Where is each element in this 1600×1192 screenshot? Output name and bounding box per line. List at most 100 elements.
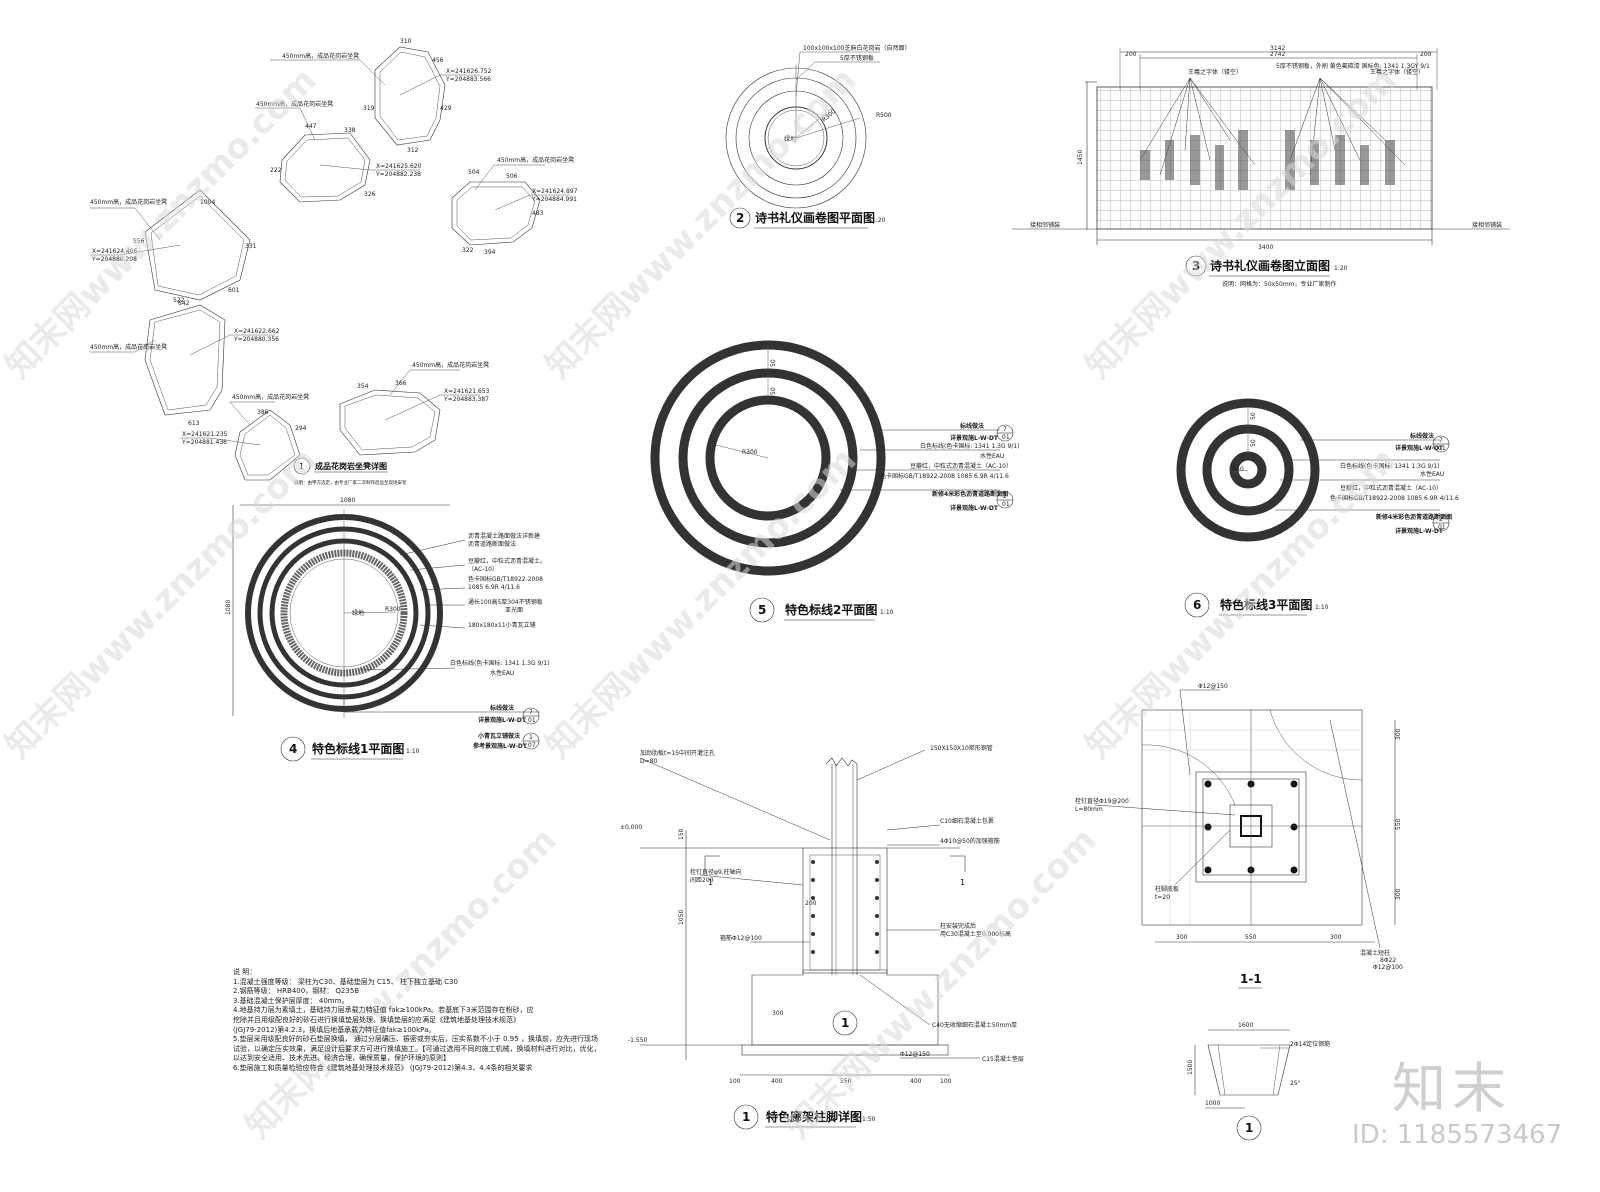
label: C10细石混凝土包裹 (940, 817, 994, 825)
note: 色卡国标GB/T18922-2008 1085 6.9R 4/11.6 (880, 472, 1009, 480)
drawing-title: 成品花岗岩坐凳详图 (315, 461, 387, 471)
label: 箍筋Φ12@100 (720, 934, 762, 942)
dim: 50 (1250, 439, 1257, 447)
label: 加劲肋板t=15中间开灌注孔 (640, 749, 715, 757)
stone-dim: 642 (178, 300, 190, 307)
section-mark: 1 (841, 1016, 849, 1030)
ref-tag: 1 (529, 734, 533, 741)
note: （AC-10） (468, 566, 498, 573)
radius: R300 (385, 606, 401, 613)
stone-dim: 556 (133, 238, 145, 245)
dim: 3142 (1270, 45, 1285, 52)
notes-line: 6.垫层施工和质量检验应符合《建筑地基处理技术规范》 (JGJ79-2012)第… (233, 1063, 533, 1072)
marking-3-plan: R50 50 50 标线做法 详景观施L-W-DT 白色标线(色卡国标: 134… (1176, 398, 1459, 618)
stone-label: 450mm高，成品花岗岩坐凳 (412, 361, 489, 369)
dim: 25° (1290, 1080, 1301, 1087)
ref: 详景观施L-W-DT (478, 716, 527, 724)
stone-label: 450mm高，成品花岗岩坐凳 (90, 198, 167, 206)
stone-seat-plan: 450mm高，成品花岗岩坐凳 450mm高，成品花岗岩坐凳 450mm高，成品花… (90, 38, 578, 486)
ref-tag: 7 (529, 709, 533, 716)
stone-dim: 456 (432, 57, 444, 64)
dim: 50 (770, 387, 777, 395)
label: 接相邻铺装 (1030, 221, 1060, 229)
label: 王羲之字体（镂空） (1370, 68, 1424, 76)
dim: 1500 (1187, 1060, 1194, 1075)
stone-dim: 429 (440, 105, 452, 112)
note: 水性EAU (490, 669, 514, 677)
stone-coord-x: X=241621.235 (182, 431, 228, 438)
notes-line: 3.基础混凝土保护层厚度： 40mm。 (233, 996, 349, 1005)
stone-coord-y: Y=204880.208 (91, 256, 137, 263)
stone-coord-y: Y=204882.238 (375, 171, 421, 178)
label: 栓钉直径Φ19@200 (1075, 797, 1129, 805)
dim: 400 (771, 1078, 783, 1085)
green-label: 绿地 (352, 609, 364, 617)
stone-dim: 338 (344, 127, 356, 134)
ref-tag: 07 (528, 742, 536, 749)
notes-line: 以达到安全适用、技术先进、经济合理，确保质量，保护环境的原则】 (233, 1054, 450, 1063)
radius: R50 (1232, 466, 1244, 473)
stone-dim: 394 (484, 249, 496, 256)
label: 栓钉直径φ9,柱轴向 (690, 868, 742, 876)
notes-line: 挖除并且用级配良好的砂石进行换填垫层处理。换填垫层的应满足《建筑地基处理技术规范… (233, 1015, 520, 1024)
stone-dim: 386 (257, 409, 269, 416)
dim: 1000 (1205, 1100, 1220, 1107)
stone-coord-y: Y=204881.436 (181, 439, 227, 446)
drawing-title: 诗书礼仪画卷图平面图 (755, 210, 875, 225)
label: 8Φ22 (1380, 957, 1396, 964)
notes-line: 试验，以确定压实效果，满足设计后要求方可进行换填施工。【可通过选用不同的施工机械… (233, 1044, 598, 1053)
drawing-title: 特色标线2平面图 (785, 602, 877, 617)
elevation: ±0.000 (620, 824, 642, 831)
label: t=20 (1155, 894, 1170, 901)
stone-dim: 294 (295, 425, 307, 432)
drawing-scale: 1:10 (880, 609, 894, 616)
stone-coord-x: X=241624.897 (532, 188, 578, 195)
radius: R300 (742, 449, 758, 456)
label: Φ12@150 (900, 1051, 930, 1058)
drawing-number: 2 (736, 211, 744, 225)
watermark: 知末网www.znzmo.com (0, 440, 324, 766)
dim: 550 (1395, 818, 1402, 830)
stone-label: 450mm高，成品花岗岩坐凳 (282, 52, 359, 60)
note: 通长100高5厚304不锈钢板 (468, 598, 543, 606)
label: C40无收缩细石混凝土50mm厚 (932, 1021, 1017, 1029)
ref-tag: 7 (1003, 426, 1007, 433)
note: 白色标线(色卡国标: 1341 1.3G 9/1) (920, 442, 1020, 450)
note: 详景观施L-W-DT (950, 504, 999, 512)
dim: 200 (1125, 51, 1137, 58)
label: 5厚不锈钢板 (840, 54, 874, 62)
drawing-number: 1 (742, 1110, 750, 1124)
stone-dim: 322 (462, 247, 474, 254)
note: 沥青混凝土路面做法详新建 (468, 532, 540, 540)
notes-line: 5.垫层采用级配良好的砂石垫层换填， 通过分层碾压、振密或夯实后，压实系数不小于… (233, 1035, 598, 1044)
note: 详景观施L-W-DT (1395, 527, 1444, 535)
stone-dim: 354 (357, 383, 369, 390)
notes-line: 2.钢筋等级： HRB400，钢材： Q235B (233, 987, 360, 996)
label: C15混凝土垫层 (982, 1055, 1024, 1063)
stone-coord-x: X=241625.620 (376, 163, 422, 170)
note: 标线做法 (1409, 432, 1434, 440)
label: 混凝土短柱 (1360, 949, 1390, 957)
dim: 300 (772, 1010, 784, 1017)
dim: 50 (770, 359, 777, 367)
section-1-1: 300 550 300 300 550 300 Φ12@150 栓钉直径Φ19@… (1075, 683, 1403, 989)
drawing-scale: 1:20 (1334, 265, 1348, 272)
dim: 200 (805, 900, 817, 907)
label: 王羲之字体（镂空） (1188, 68, 1242, 76)
stone-dim: 506 (506, 173, 518, 180)
stone-dim: 601 (228, 287, 240, 294)
drawing-scale: 1:20 (872, 217, 886, 224)
general-notes: 说 明： 1.混凝土强度等级： 梁柱为C30、基础垫层为 C15、 柱下独立基础… (233, 968, 598, 1074)
stone-coord-x: X=241624.466 (92, 248, 138, 255)
label: Φ12@150 (1198, 683, 1228, 690)
stone-coord-y: Y=204883.566 (445, 76, 491, 83)
stone-dim: 319 (363, 105, 375, 112)
label: 150X150X10矩形钢管 (930, 744, 993, 752)
note: 水性EAU (980, 452, 1004, 460)
stone-coord-x: X=241626.752 (446, 68, 492, 75)
label: 100x100x100芝麻白花岗岩（自然面） (803, 44, 910, 52)
dim: 300 (1395, 888, 1402, 900)
ref-tag: 01 (528, 717, 536, 724)
note: 豆瓣红，中粒式沥青混凝土（AC-10） (910, 462, 1012, 470)
